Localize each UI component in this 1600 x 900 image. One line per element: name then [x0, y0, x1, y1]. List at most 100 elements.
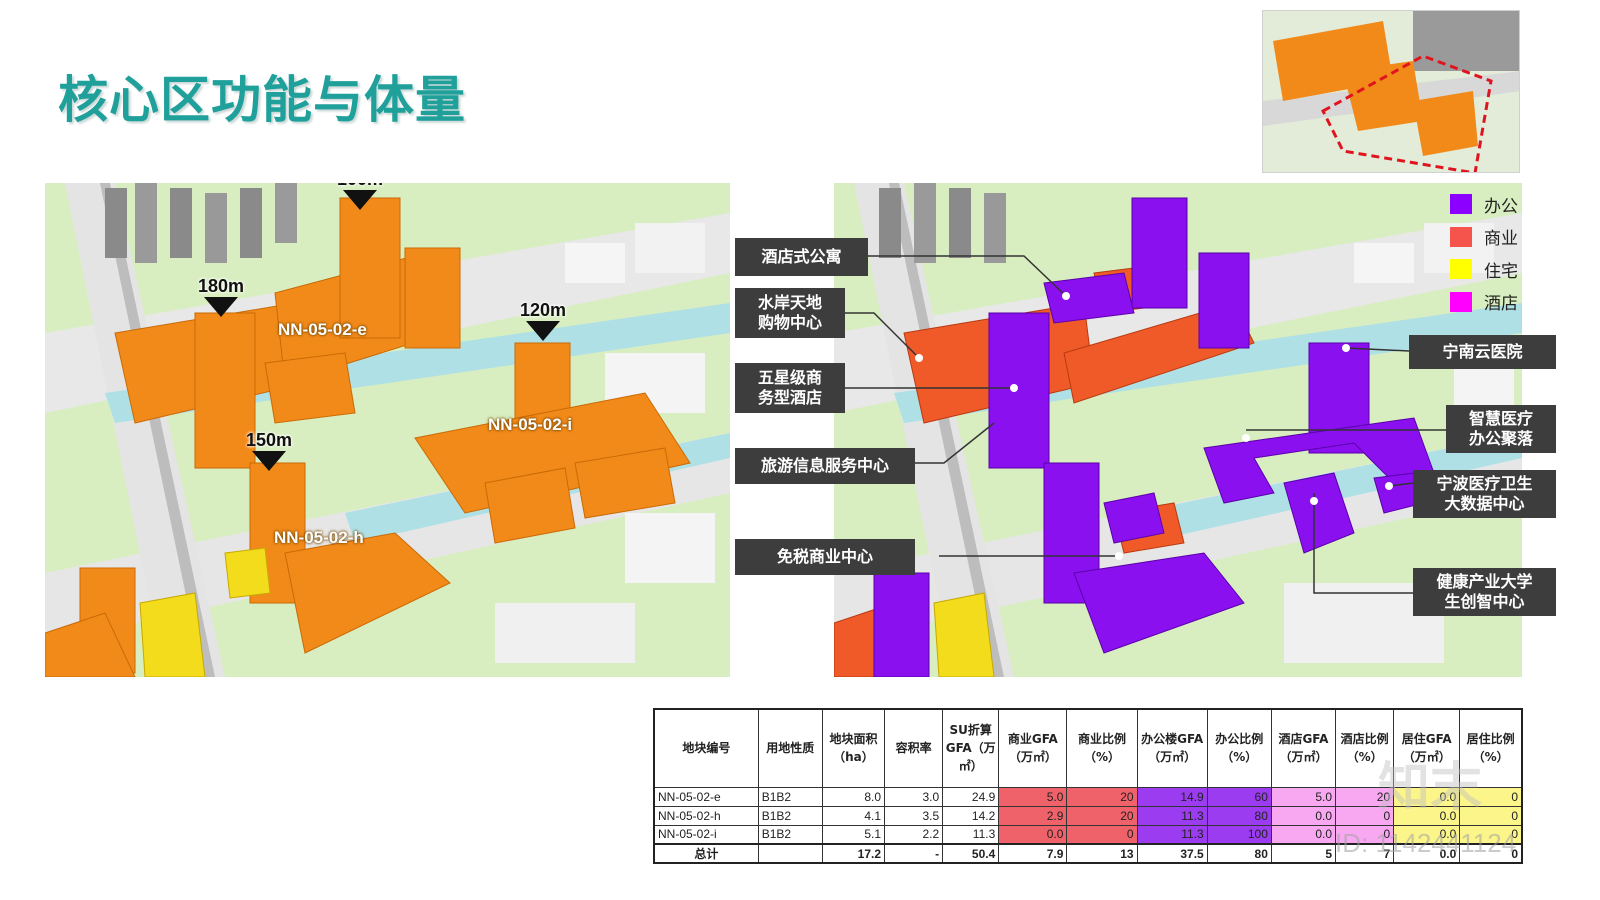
- callout-five-star-hotel: 五星级商 务型酒店: [735, 363, 845, 413]
- table-cell: 0.0: [1270, 824, 1337, 845]
- table-cell: 11.3: [942, 824, 1000, 845]
- table-cell: 50.4: [942, 843, 1000, 864]
- legend-swatch: [1450, 226, 1472, 247]
- parcel-label: NN-05-02-h: [274, 528, 364, 547]
- table-cell: 5: [1270, 843, 1337, 864]
- table-cell: B1B2: [757, 786, 823, 807]
- legend-label: 商业: [1484, 229, 1518, 250]
- table-cell: B1B2: [757, 805, 823, 826]
- table-cell: 4.1: [821, 805, 886, 826]
- table-cell: 13: [1066, 843, 1138, 864]
- table-cell: 100: [1206, 824, 1272, 845]
- table-cell: 80: [1206, 805, 1272, 826]
- legend: 办公 商业 住宅 酒店: [1450, 188, 1518, 318]
- table-cell: 7: [1335, 843, 1395, 864]
- height-pointer-icon: [204, 297, 239, 317]
- height-pointer-icon: [252, 451, 287, 471]
- table-cell: 20: [1066, 786, 1138, 807]
- table-cell: NN-05-02-i: [653, 824, 759, 845]
- gfa-table: 地块编号 用地性质 地块面积（ha） 容积率 SU折算GFA（万㎡） 商业GFA…: [653, 708, 1523, 864]
- table-header: 办公楼GFA（万㎡）: [1136, 708, 1208, 788]
- table-cell: B1B2: [757, 824, 823, 845]
- table-cell: [757, 843, 823, 864]
- table-header: 居住比例（%）: [1459, 708, 1523, 788]
- table-header: SU折算GFA（万㎡）: [942, 708, 1000, 788]
- callout-duty-free-center: 免税商业中心: [735, 539, 915, 575]
- table-cell: 0: [1335, 805, 1395, 826]
- table-cell: 80: [1206, 843, 1272, 864]
- callout-tourism-center: 旅游信息服务中心: [735, 448, 915, 484]
- height-pointer-icon: [526, 321, 561, 341]
- table-cell: 0: [1459, 843, 1523, 864]
- height-label: 120m: [520, 300, 567, 320]
- page-title: 核心区功能与体量: [58, 71, 466, 129]
- table-cell: 3.5: [884, 805, 944, 826]
- legend-swatch: [1450, 194, 1472, 215]
- callout-hotel-apartment: 酒店式公寓: [735, 238, 868, 276]
- table-header: 商业GFA（万㎡）: [998, 708, 1068, 788]
- callout-waterfront-mall: 水岸天地 购物中心: [735, 288, 845, 338]
- table-cell: 8.0: [821, 786, 886, 807]
- legend-label: 办公: [1484, 196, 1518, 217]
- height-label: 150m: [246, 430, 293, 450]
- legend-item-residential: 住宅: [1450, 253, 1518, 286]
- table-cell: 0: [1066, 824, 1138, 845]
- legend-label: 住宅: [1484, 261, 1518, 282]
- legend-swatch: [1450, 291, 1472, 312]
- table-cell: 0: [1459, 824, 1523, 845]
- table-cell: 2.9: [998, 805, 1068, 826]
- table-cell: 0.0: [1393, 805, 1461, 826]
- table-cell: 0: [1459, 805, 1523, 826]
- height-marker: 180m: [198, 276, 244, 317]
- table-cell: 24.9: [942, 786, 1000, 807]
- table-header-row: 地块编号 用地性质 地块面积（ha） 容积率 SU折算GFA（万㎡） 商业GFA…: [653, 708, 1523, 788]
- callout-cloud-hospital: 宁南云医院: [1409, 335, 1556, 369]
- table-header: 商业比例（%）: [1066, 708, 1138, 788]
- table-header: 酒店比例（%）: [1335, 708, 1395, 788]
- table-cell: 总计: [653, 843, 759, 864]
- keymap-thumbnail: [1262, 10, 1520, 173]
- height-marker: 100m: [337, 183, 383, 210]
- table-cell: 7.9: [998, 843, 1068, 864]
- legend-item-office: 办公: [1450, 188, 1518, 221]
- function-map-illustration: [834, 183, 1522, 677]
- table-cell: 14.2: [942, 805, 1000, 826]
- table-cell: 14.9: [1136, 786, 1208, 807]
- massing-map-illustration: [45, 183, 730, 677]
- function-map: [834, 183, 1522, 677]
- legend-swatch: [1450, 259, 1472, 280]
- callout-health-university-center: 健康产业大学 生创智中心: [1413, 568, 1556, 616]
- height-label: 100m: [337, 183, 383, 190]
- table-cell: 0.0: [1393, 824, 1461, 845]
- watermark-id: ID: 1142441124: [1335, 828, 1517, 858]
- legend-item-hotel: 酒店: [1450, 286, 1518, 319]
- height-pointer-icon: [343, 190, 378, 210]
- table-header: 地块编号: [653, 708, 759, 788]
- table-cell: 3.0: [884, 786, 944, 807]
- table-cell: 5.1: [821, 824, 886, 845]
- table-cell: 37.5: [1136, 843, 1208, 864]
- height-marker: 150m: [246, 430, 292, 471]
- table-cell: 60: [1206, 786, 1272, 807]
- table-header: 容积率: [884, 708, 944, 788]
- table-cell: NN-05-02-e: [653, 786, 759, 807]
- parcel-label: NN-05-02-i: [488, 415, 573, 434]
- table-cell: 20: [1066, 805, 1138, 826]
- table-header: 地块面积（ha）: [821, 708, 886, 788]
- table-header: 酒店GFA（万㎡）: [1270, 708, 1337, 788]
- table-cell: 0.0: [1393, 786, 1461, 807]
- parcel-label: NN-05-02-e: [278, 320, 367, 339]
- table-cell: 17.2: [821, 843, 886, 864]
- watermark-logo: 知末: [1378, 758, 1483, 818]
- table-cell: 0.0: [1270, 805, 1337, 826]
- callout-medical-data-center: 宁波医疗卫生 大数据中心: [1413, 470, 1556, 518]
- legend-label: 酒店: [1484, 294, 1518, 315]
- table-cell: 5.0: [998, 786, 1068, 807]
- callout-smart-medical-office: 智慧医疗 办公聚落: [1446, 405, 1556, 453]
- massing-map: 100m 180m 120m 150m NN-05-02-e NN-05-02-…: [45, 183, 730, 677]
